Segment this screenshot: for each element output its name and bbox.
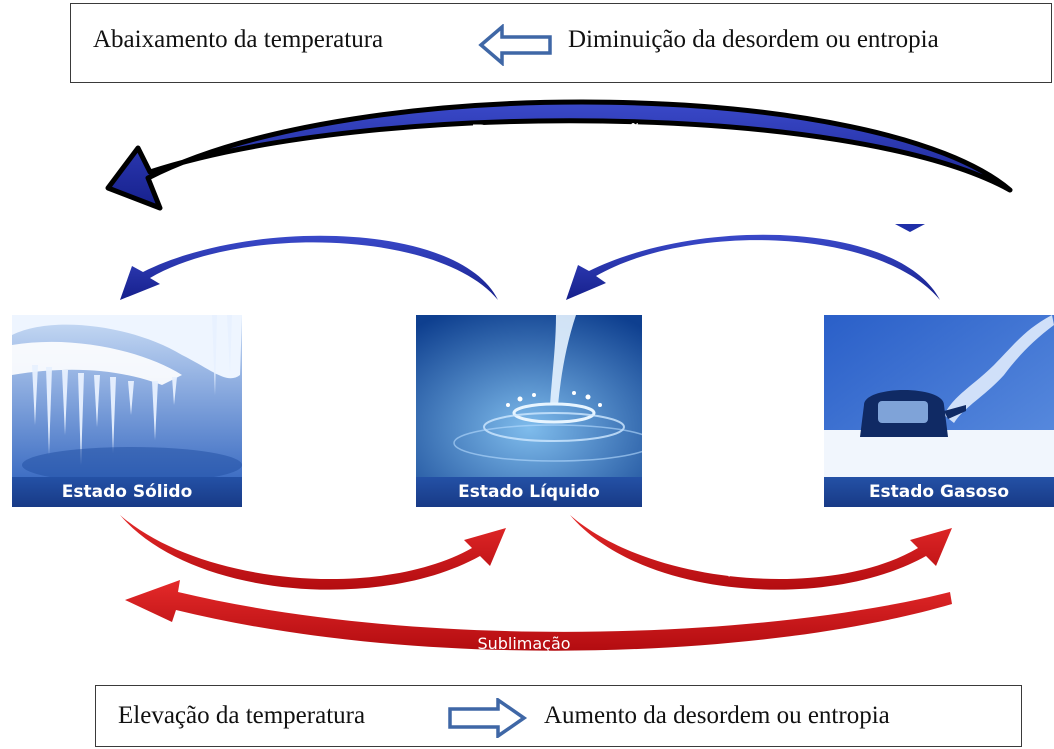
vaporization-arrow: [570, 515, 952, 590]
sublimation-label: Sublimação: [477, 634, 570, 653]
cooling-caption-left: Abaixamento da temperatura: [93, 26, 384, 53]
condensation-label: Condensação: [698, 243, 806, 262]
liquid-state-label: Estado Líquido: [416, 477, 642, 507]
right-arrow-icon: [448, 698, 528, 738]
vaporization-arrow-group: Vaporização: [570, 515, 952, 590]
solid-state-label: Estado Sólido: [12, 477, 242, 507]
liquid-state-card: Estado Líquido: [416, 315, 642, 507]
ice-image: [12, 315, 242, 477]
solid-state-card: Estado Sólido: [12, 315, 242, 507]
fusion-label: Fusão: [291, 558, 337, 577]
gas-state-card: Estado Gasoso: [824, 315, 1054, 507]
resublimation-panel: Ressublimação: [105, 97, 1019, 232]
fusion-arrow-group: Fusão: [120, 515, 506, 590]
kettle-steam-image: [824, 315, 1054, 477]
resublimation-arrow: [105, 99, 1013, 211]
sublimation-arrow: [125, 580, 952, 651]
heating-caption-box: Elevação da temperatura Aumento da desor…: [95, 685, 1022, 747]
cooling-caption-right: Diminuição da desordem ou entropia: [568, 26, 939, 53]
condensation-arrow: [566, 234, 940, 300]
left-arrow-icon: [478, 24, 552, 66]
solidification-arrow: [120, 235, 498, 300]
solidification-label: Solidificação: [256, 243, 357, 262]
condensation-arrow-group: Condensação: [566, 234, 940, 300]
resublimation-label: Ressublimação: [472, 121, 658, 143]
sublimation-arrow-group: Sublimação: [125, 580, 952, 653]
gas-state-label: Estado Gasoso: [824, 477, 1054, 507]
solidification-arrow-group: Solidificação: [120, 235, 498, 300]
heating-caption-right: Aumento da desordem ou entropia: [544, 702, 890, 729]
vaporization-label: Vaporização: [707, 558, 804, 577]
cooling-caption-box: Abaixamento da temperatura Diminuição da…: [70, 3, 1052, 83]
water-splash-image: [416, 315, 642, 477]
fusion-arrow: [120, 515, 506, 590]
heating-caption-left: Elevação da temperatura: [118, 702, 366, 729]
